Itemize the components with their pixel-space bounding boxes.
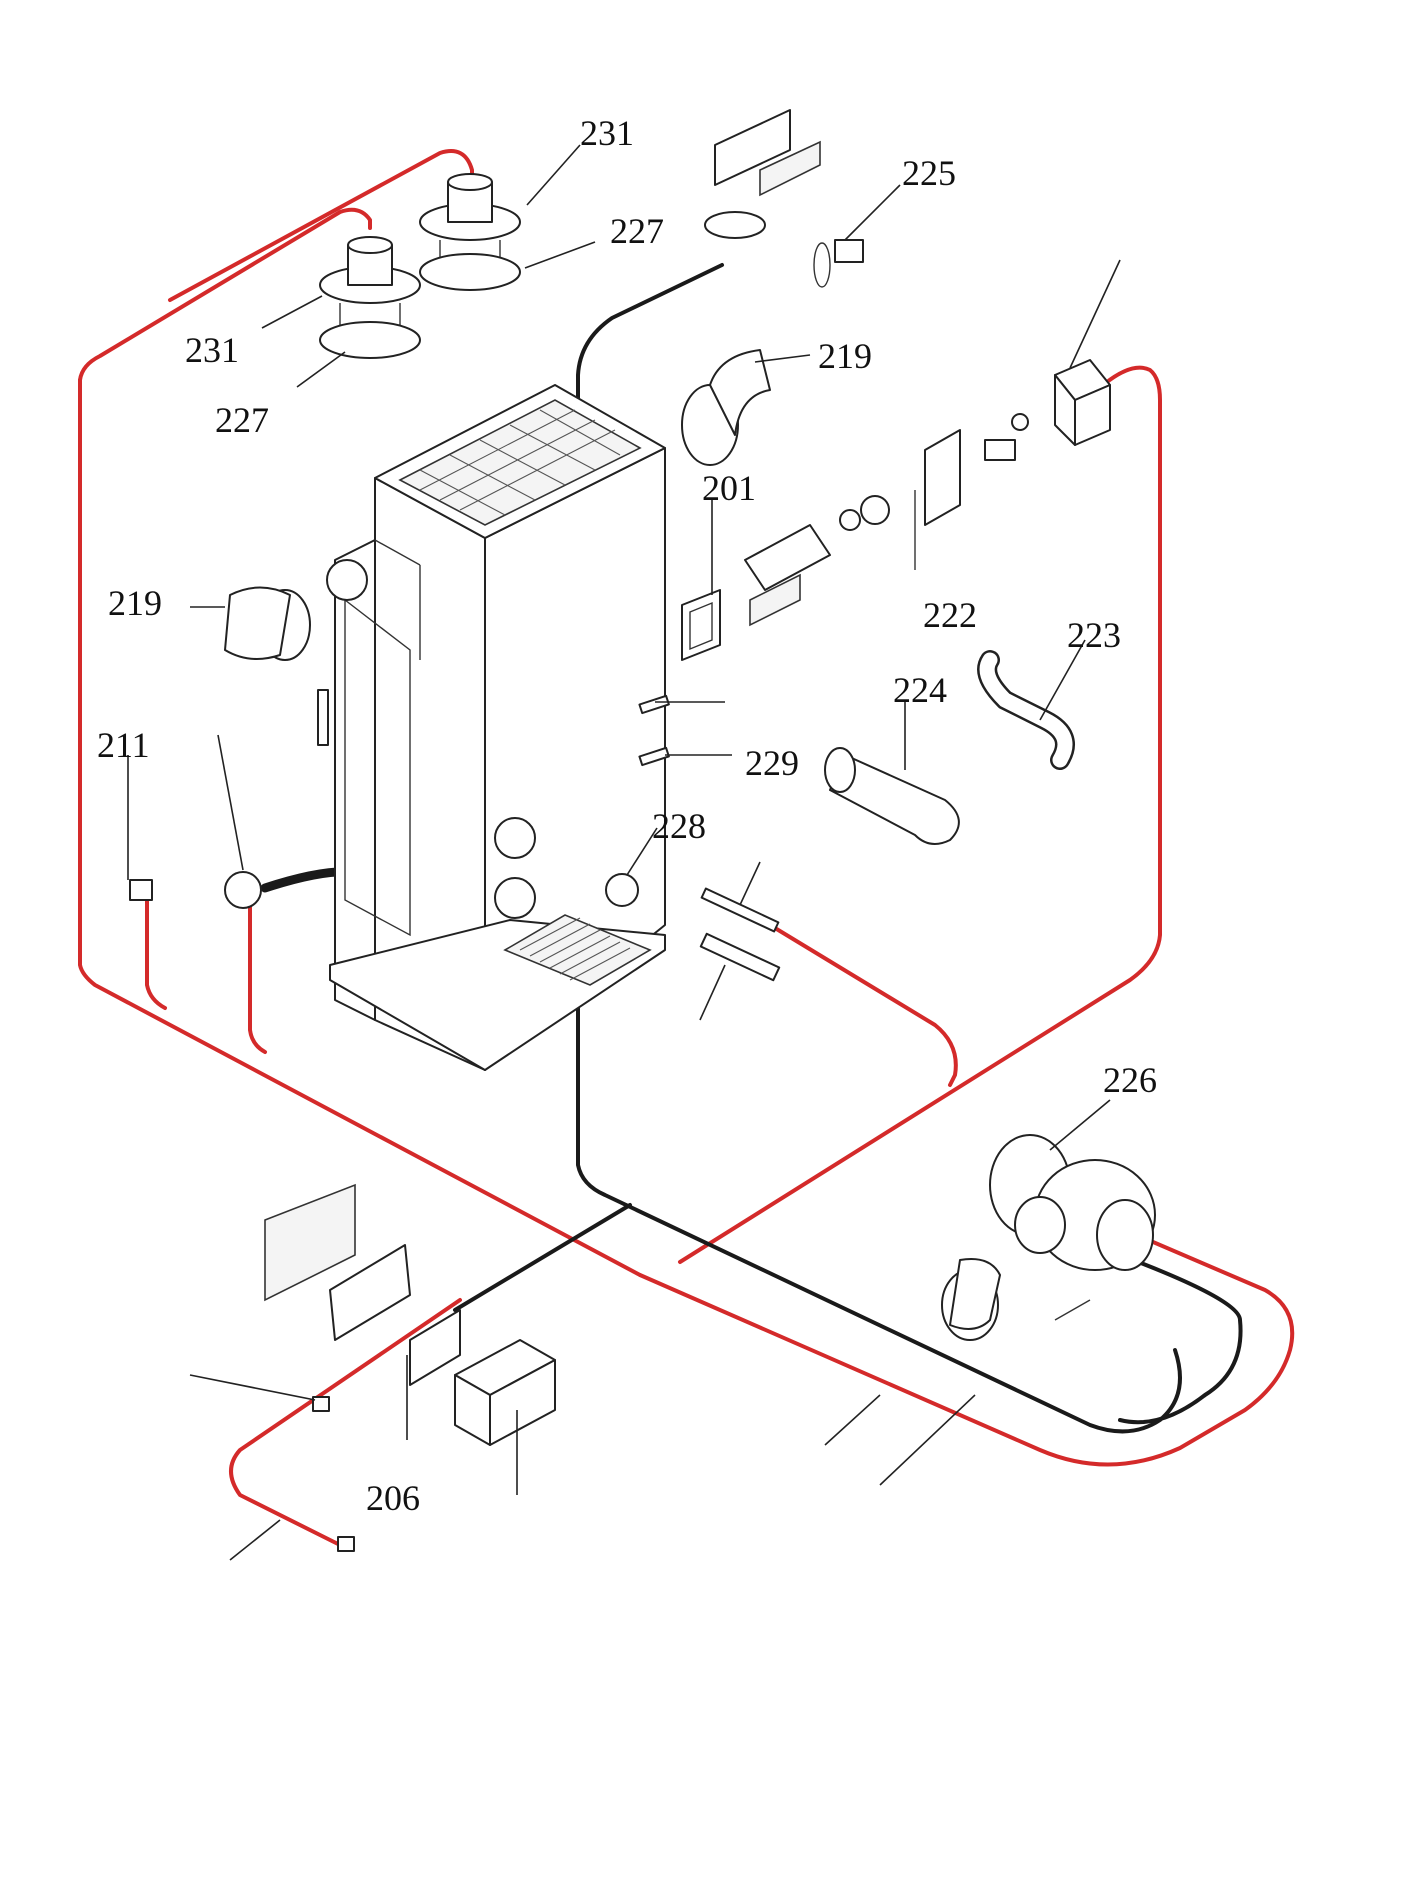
part-224-igniter-tube: [824, 747, 960, 845]
switch-connector: [312, 1396, 330, 1412]
red-wire-pressure-switch: [248, 903, 267, 1054]
callout-226: 226: [1103, 1060, 1157, 1100]
callout-222: 222: [923, 595, 977, 635]
black-wire-board: [453, 1203, 632, 1312]
board-frame: [329, 1244, 411, 1341]
red-wire-left-top: [78, 207, 372, 382]
front-port-upper: [494, 817, 536, 859]
black-wire-probe: [576, 263, 1182, 1434]
part-201-plate: [681, 589, 721, 661]
part-219-elbow-right: [681, 349, 771, 466]
ash-vent-slots: [519, 917, 631, 981]
red-wire-top-bridge: [168, 149, 474, 302]
part-225-thermostat: [813, 239, 864, 288]
part-223-hose: [979, 652, 1073, 768]
stove-left-side: [334, 539, 376, 1021]
board-bracket: [264, 1183, 356, 1302]
part-226-combustion-fan: [989, 1134, 1156, 1271]
display-panel: [714, 109, 821, 197]
flue-outlet: [326, 559, 368, 601]
power-cord-plug: [337, 1536, 355, 1552]
red-wire-left-trunk: [78, 378, 642, 1277]
part-227-ring-right: [419, 253, 521, 291]
probe-ring: [704, 211, 766, 239]
power-wiring: [78, 149, 1295, 1547]
callout-227-lower: 227: [215, 400, 269, 440]
part-229-sensor-a: [638, 694, 670, 715]
gear-motor: [1054, 359, 1111, 446]
part-231-cap-right: [419, 173, 521, 275]
callout-labels: 231 225 227 231 227 219 201 219 222 223 …: [97, 113, 1157, 1518]
fan-elbow: [941, 1258, 1001, 1341]
black-wire-fan-loop: [1118, 1253, 1243, 1425]
hopper-grid: [419, 409, 621, 516]
callout-229: 229: [745, 743, 799, 783]
callout-206: 206: [366, 1478, 420, 1518]
callout-227-upper: 227: [610, 211, 664, 251]
power-supply-box: [454, 1339, 556, 1446]
callout-224: 224: [893, 670, 947, 710]
red-wire-fan: [638, 1228, 1295, 1467]
red-wire-power-cord: [229, 1298, 462, 1547]
igniter-rod-upper: [700, 887, 780, 933]
part-228-grommet: [605, 873, 639, 907]
igniter-rod-lower: [699, 932, 781, 982]
part-222-auger-assembly: [744, 413, 1029, 627]
leader-lines: [127, 144, 1121, 1561]
callout-201: 201: [702, 468, 756, 508]
stove-body: [317, 384, 666, 1071]
callout-223: 223: [1067, 615, 1121, 655]
part-227-ring-left: [319, 321, 421, 359]
pressure-switch: [224, 871, 262, 909]
red-wire-211: [145, 898, 167, 1010]
callout-219-left: 219: [108, 583, 162, 623]
fan-sensor: [1054, 1299, 1091, 1321]
part-229-sensor-b: [638, 746, 670, 767]
part-231-cap-left: [319, 236, 421, 338]
part-206-control-board: [409, 1309, 461, 1386]
side-handle: [317, 689, 329, 746]
callout-219-right: 219: [818, 336, 872, 376]
front-port-lower: [494, 877, 536, 919]
red-wire-right-trunk: [678, 365, 1162, 1264]
callout-231-upper: 231: [580, 113, 634, 153]
callout-211: 211: [97, 725, 150, 765]
part-219-elbow-left: [224, 586, 311, 661]
callout-231-lower: 231: [185, 330, 239, 370]
red-wire-igniter: [768, 923, 958, 1087]
callout-225: 225: [902, 153, 956, 193]
hopper-grid-area: [398, 399, 642, 526]
combustion-chamber: [344, 598, 411, 937]
part-211-switch: [129, 879, 153, 901]
callout-228: 228: [652, 806, 706, 846]
